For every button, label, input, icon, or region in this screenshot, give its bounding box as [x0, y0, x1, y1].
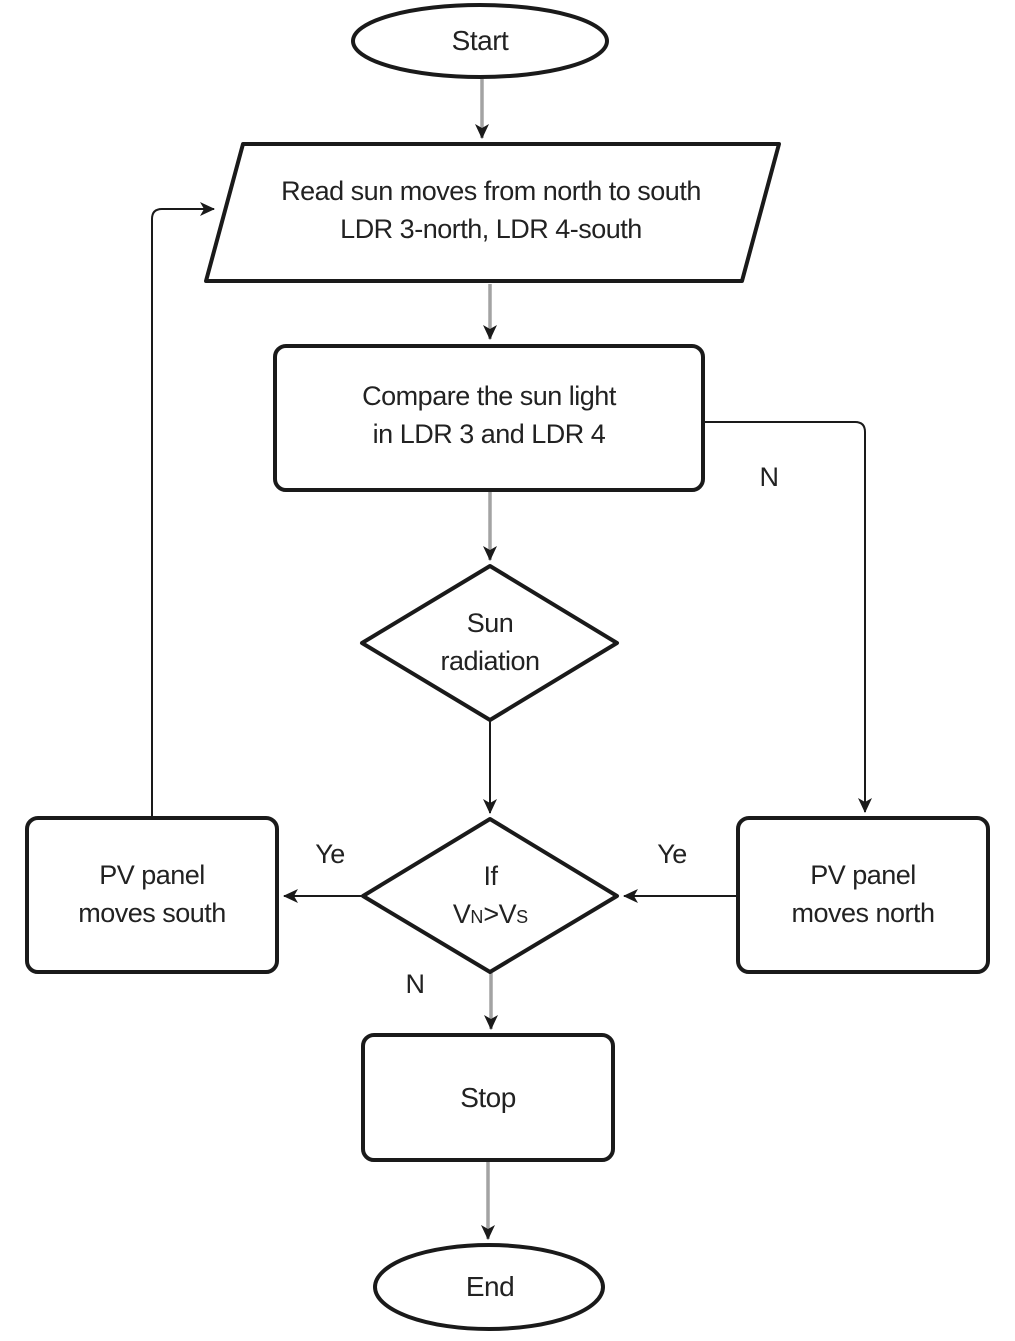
start-ellipse [351, 3, 609, 79]
if-diamond [361, 817, 619, 974]
stop-rect [361, 1033, 615, 1162]
edge-pvsouth-to-read [151, 202, 215, 817]
pv-south-rect [25, 816, 279, 974]
edge-compare-no-to-pvnorth [704, 421, 872, 813]
pv-north-rect [736, 816, 990, 974]
end-ellipse [373, 1243, 605, 1331]
compare-rect [273, 344, 705, 492]
read-parallelogram [204, 142, 781, 283]
sun-radiation-diamond [360, 564, 619, 722]
